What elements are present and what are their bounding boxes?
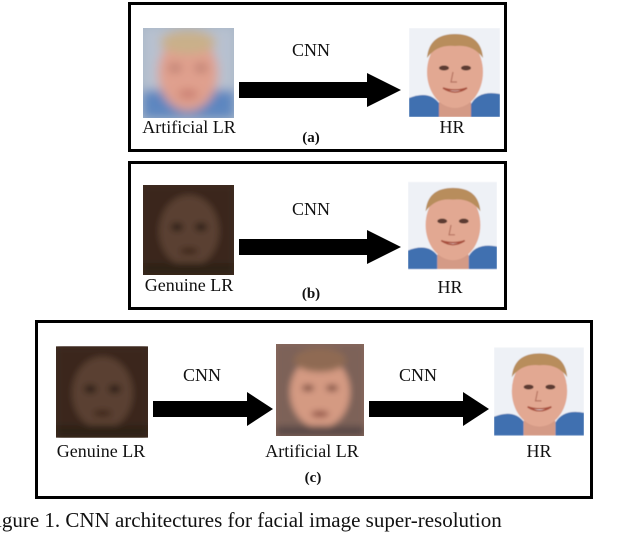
right-arrow-icon-c-2 xyxy=(369,392,489,426)
cnn-label-c-2: CNN xyxy=(398,365,438,385)
cnn-label-c-1: CNN xyxy=(182,365,222,385)
cnn-label-b: CNN xyxy=(291,199,331,219)
input-label-c: Genuine LR xyxy=(56,441,146,461)
panel-tag-c: (c) xyxy=(304,470,322,486)
right-arrow-icon-a xyxy=(239,73,401,107)
output-label-a: HR xyxy=(439,117,465,137)
right-arrow-icon-b xyxy=(239,230,401,264)
hr-face-image-a xyxy=(409,28,500,117)
input-label-b: Genuine LR xyxy=(144,275,234,295)
artificial-lr-face-image xyxy=(143,28,234,118)
genuine-lr-face-image-b xyxy=(143,185,234,275)
output-label-b: HR xyxy=(437,277,463,297)
right-arrow-icon-c-1 xyxy=(153,392,273,426)
cnn-label-a: CNN xyxy=(291,40,331,60)
output-label-c: HR xyxy=(526,441,552,461)
panel-tag-a: (a) xyxy=(302,130,320,146)
middle-label-c: Artificial LR xyxy=(265,441,359,461)
figure-caption: igure 1. CNN architectures for facial im… xyxy=(0,508,502,532)
panel-tag-b: (b) xyxy=(301,286,321,302)
input-label-a: Artificial LR xyxy=(142,117,236,137)
artificial-lr-face-image-c xyxy=(276,344,364,436)
genuine-lr-face-image-c xyxy=(56,346,148,438)
hr-face-image-c xyxy=(494,347,584,436)
hr-face-image-b xyxy=(408,181,497,270)
